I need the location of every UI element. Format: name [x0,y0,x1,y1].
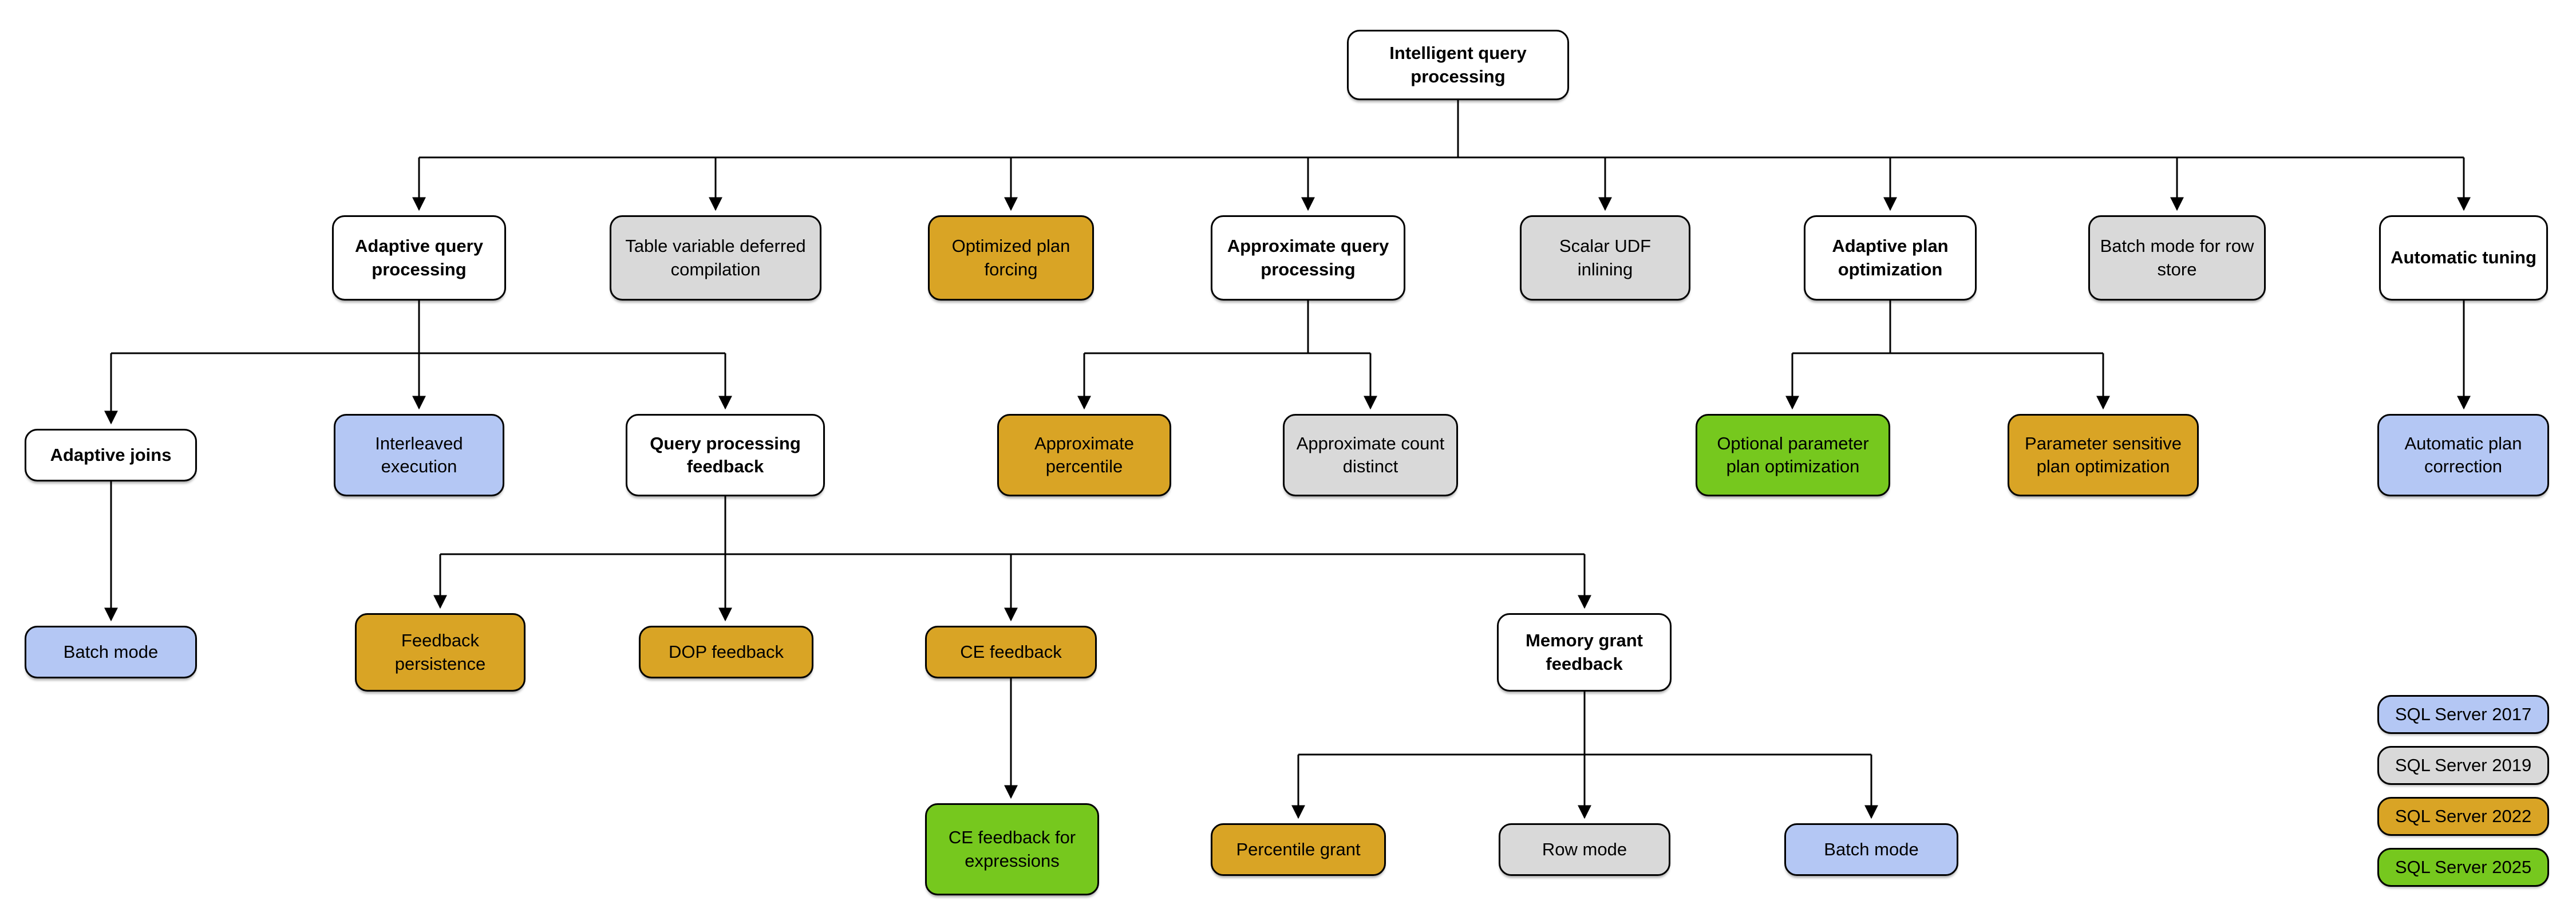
node-approximate-percentile: Approximate percentile [997,414,1171,496]
node-automatic-tuning: Automatic tuning [2379,215,2548,301]
node-ce-feedback-for-expressions: CE feedback for expressions [925,803,1099,895]
node-row-mode: Row mode [1499,823,1670,876]
legend-sql-server-2019: SQL Server 2019 [2377,746,2549,785]
node-interleaved-execution: Interleaved execution [334,414,504,496]
legend-sql-server-2017: SQL Server 2017 [2377,695,2549,734]
node-batch-mode-memory-grant: Batch mode [1784,823,1958,876]
node-approximate-count-distinct: Approximate count distinct [1283,414,1458,496]
node-adaptive-joins: Adaptive joins [25,429,197,481]
node-optional-parameter-plan-optimization: Optional parameter plan optimization [1696,414,1890,496]
legend-sql-server-2022: SQL Server 2022 [2377,797,2549,836]
node-feedback-persistence: Feedback persistence [355,613,526,692]
node-scalar-udf-inlining: Scalar UDF inlining [1520,215,1690,301]
node-automatic-plan-correction: Automatic plan correction [2377,414,2549,496]
node-parameter-sensitive-plan-optimization: Parameter sensitive plan optimization [2008,414,2199,496]
node-intelligent-query-processing: Intelligent query processing [1347,30,1569,100]
node-batch-mode-for-row-store: Batch mode for row store [2088,215,2266,301]
node-query-processing-feedback: Query processing feedback [626,414,825,496]
node-ce-feedback: CE feedback [925,626,1097,678]
node-percentile-grant: Percentile grant [1211,823,1386,876]
node-batch-mode-adaptive-joins: Batch mode [25,626,197,678]
legend-sql-server-2025: SQL Server 2025 [2377,848,2549,887]
node-adaptive-query-processing: Adaptive query processing [332,215,506,301]
node-approximate-query-processing: Approximate query processing [1211,215,1405,301]
node-memory-grant-feedback: Memory grant feedback [1497,613,1672,692]
node-dop-feedback: DOP feedback [639,626,813,678]
node-table-variable-deferred-compilation: Table variable deferred compilation [610,215,821,301]
node-adaptive-plan-optimization: Adaptive plan optimization [1804,215,1977,301]
node-optimized-plan-forcing: Optimized plan forcing [928,215,1094,301]
